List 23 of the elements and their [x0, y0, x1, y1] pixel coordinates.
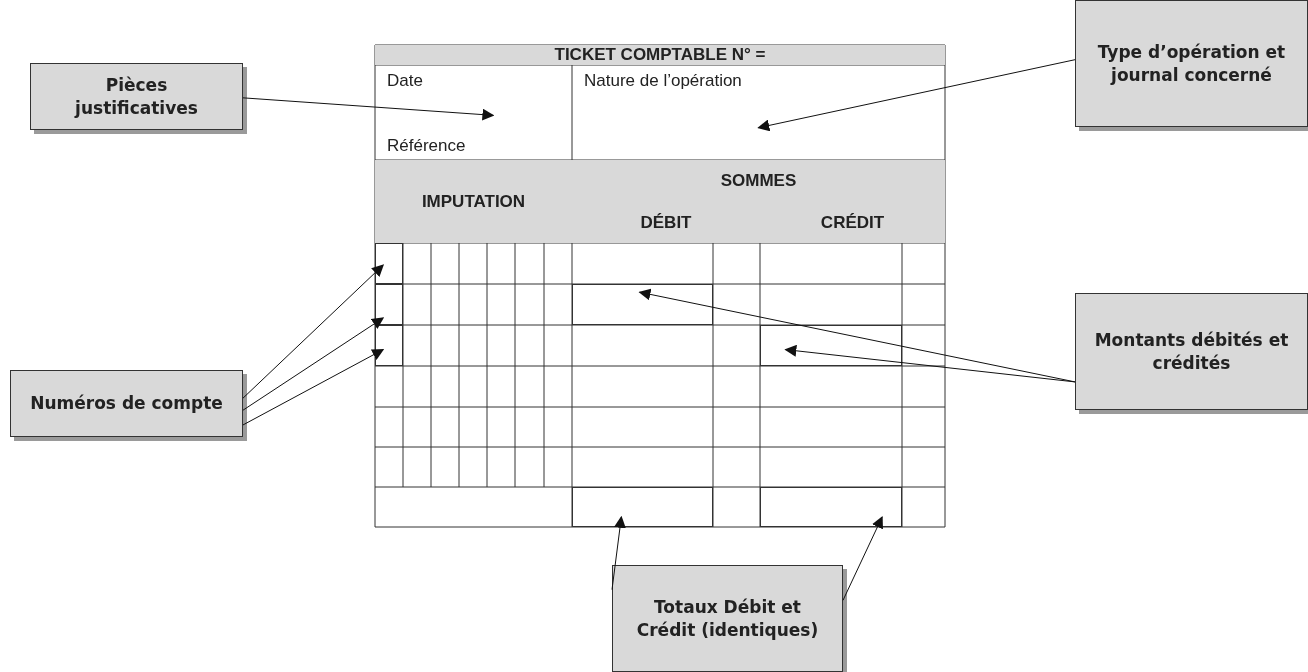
table-cell	[375, 325, 403, 366]
table-header: TICKET COMPTABLE N° =	[375, 45, 945, 65]
table-cell	[375, 284, 403, 325]
leader-line	[242, 264, 384, 399]
field-label: Date	[387, 71, 424, 91]
field-label: Référence	[387, 136, 467, 156]
leader-line	[242, 317, 385, 411]
leader-line	[242, 97, 495, 121]
table-header: SOMMES	[572, 160, 945, 202]
table-cell	[760, 487, 902, 527]
leader-line	[611, 515, 626, 591]
leader-line	[842, 515, 883, 601]
table-header: DÉBIT	[572, 202, 760, 243]
table-cell	[572, 487, 713, 527]
table-cell	[375, 243, 403, 284]
leader-line	[784, 344, 1076, 383]
table-header: CRÉDIT	[760, 202, 945, 243]
table-cell	[572, 284, 713, 325]
leader-line	[757, 59, 1076, 132]
table-cell	[760, 325, 902, 366]
table-header: IMPUTATION	[375, 160, 572, 243]
leader-line	[242, 349, 385, 426]
field-label: Nature de l’opération	[584, 71, 743, 91]
